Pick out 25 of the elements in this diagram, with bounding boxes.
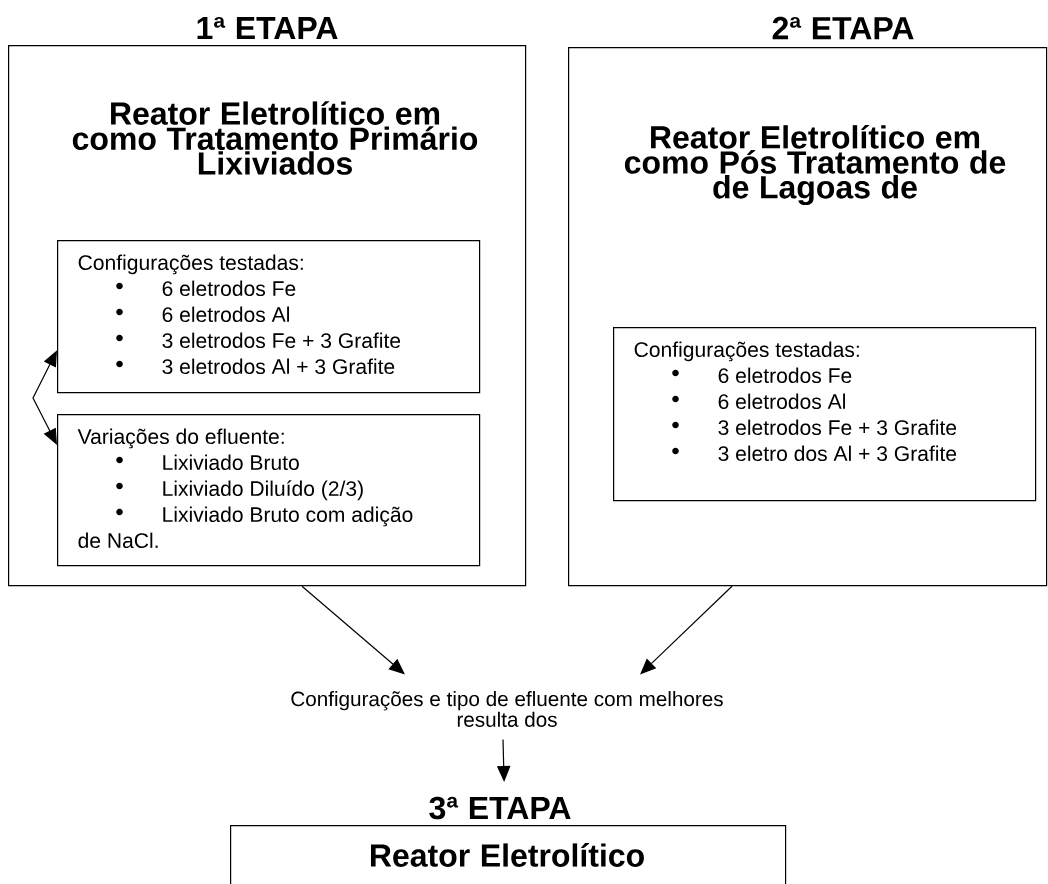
list-box: Configurações testadas: 6 eletrodos Fe 6 eletrodos Al 3 eletrodos Fe + 3 Grafite 3 eletrodos Al + 3 Grafite <box>57 240 481 394</box>
node-label: Lixiviado Diluído (2/3) <box>163 480 363 501</box>
note-text: Configurações e tipo de efluente com melhores resulta dos <box>291 691 723 727</box>
list-box: Variações do efluente: Lixiviado Bruto Lixiviado Diluído (2/3) Lixiviado Bruto com adição de NaCl. <box>57 414 481 567</box>
list-box: Configurações testadas: 6 eletrodos Fe 6 eletrodos Al 3 eletrodos Fe + 3 Grafite 3 eletro dos Al + 3 Grafite <box>613 327 1037 502</box>
stage-title: Reator Eletrolítico em como Tratamento Primário Lixiviados <box>72 101 478 175</box>
node-label: 3 eletrodos Fe + 3 Grafite <box>162 332 401 349</box>
node-label: Configurações testadas: <box>78 254 303 275</box>
node-label: Lixiviado Bruto com adição de NaCl. <box>78 506 413 549</box>
node-label: 3 eletrodos Fe + 3 Grafite <box>718 419 957 436</box>
node-label: 6 eletrodos Fe <box>162 280 296 297</box>
stage-heading: 3ª ETAPA <box>429 796 571 820</box>
node-label: 3 eletrodos Al + 3 Grafite <box>162 358 395 375</box>
arrow <box>301 585 405 675</box>
node-label: 3 eletro dos Al + 3 Grafite <box>718 445 957 462</box>
node-label: 6 eletrodos Fe <box>718 367 852 384</box>
stage-title: Reator Eletrolítico <box>371 843 644 867</box>
node-label: Lixiviado Bruto <box>163 454 299 471</box>
stage-title: Reator Eletrolítico em como Pós Tratamento de de Lagoas de <box>624 124 1006 206</box>
node-label: 6 eletrodos Al <box>162 306 289 323</box>
stage-heading: 2ª ETAPA <box>772 16 914 40</box>
node-label: 6 eletrodos Al <box>718 393 845 410</box>
stage-heading: 1ª ETAPA <box>197 16 338 40</box>
node-label: Variações do efluente: <box>77 428 284 449</box>
node-label: Configurações testadas: <box>634 341 859 362</box>
